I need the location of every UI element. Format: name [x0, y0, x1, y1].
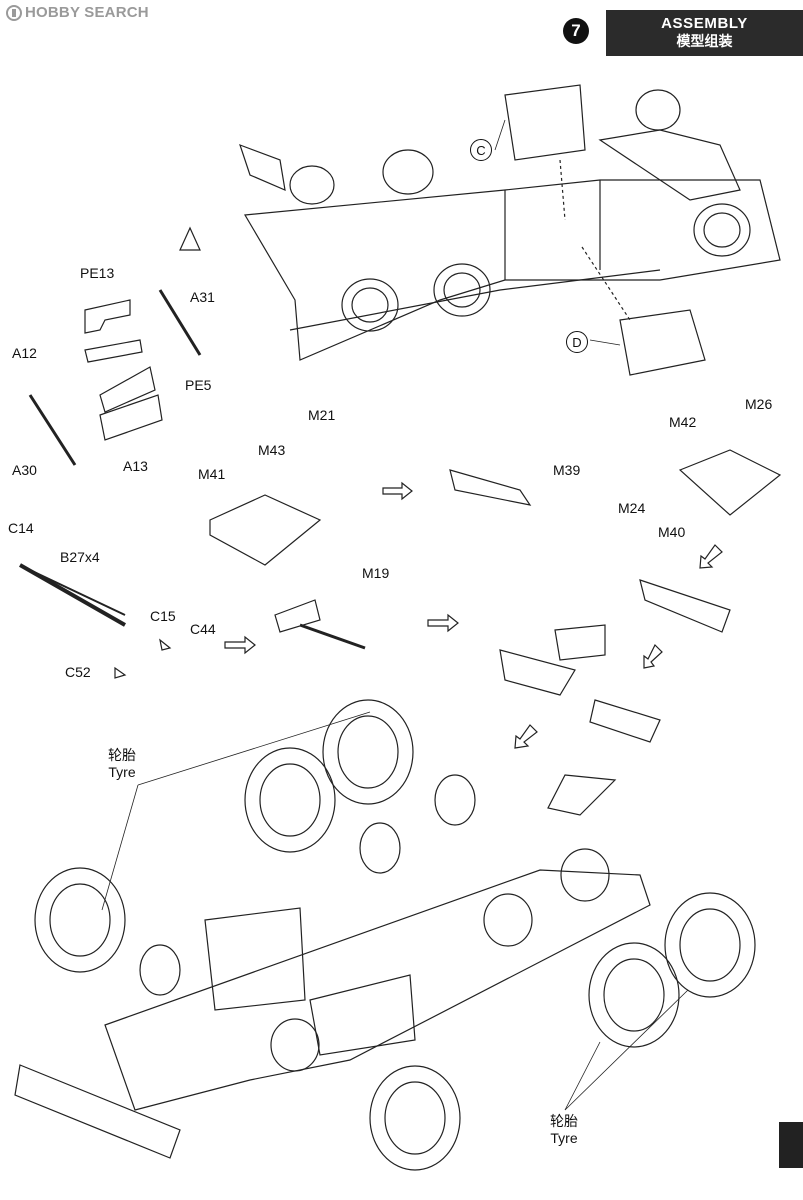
- part-label-c44: C44: [190, 621, 216, 637]
- middle-subassemblies: [209, 449, 782, 743]
- leader-lines: [101, 119, 689, 1111]
- part-label-a12: A12: [12, 345, 37, 361]
- upper-chassis-drawing: [239, 84, 781, 361]
- part-label-c52: C52: [65, 664, 91, 680]
- part-label-a30: A30: [12, 462, 37, 478]
- callout-c: C: [470, 139, 492, 161]
- lower-chassis-drawing: [14, 774, 651, 1159]
- part-label-m39: M39: [553, 462, 581, 478]
- part-label-pe5: PE5: [185, 377, 212, 393]
- arrow-up-icon: [179, 226, 201, 251]
- part-label-m26: M26: [745, 396, 773, 412]
- tyre-label: 轮胎 Tyre: [550, 1113, 578, 1147]
- part-label-m24: M24: [618, 500, 646, 516]
- direction-arrows: [224, 481, 723, 749]
- section-header: ASSEMBLY 模型组装: [606, 10, 803, 56]
- part-label-a13: A13: [123, 458, 148, 474]
- part-label-m21: M21: [308, 407, 336, 423]
- part-label-c15: C15: [150, 608, 176, 624]
- tyre-label-en: Tyre: [550, 1130, 578, 1146]
- part-label-m43: M43: [258, 442, 286, 458]
- watermark-logo-icon: [6, 4, 22, 21]
- watermark: HOBBY SEARCH: [6, 4, 149, 21]
- tyre-label-zh: 轮胎: [108, 747, 136, 763]
- tyre-label-zh: 轮胎: [550, 1113, 578, 1129]
- lower-wheels: [34, 699, 756, 1171]
- part-label-m42: M42: [669, 414, 697, 430]
- callout-d: D: [566, 331, 588, 353]
- watermark-text: HOBBY SEARCH: [25, 4, 149, 21]
- header-title-zh: 模型组装: [676, 34, 733, 50]
- step-number: 7: [563, 18, 589, 44]
- upper-components: [179, 159, 706, 376]
- arrow-down-left-icon: [514, 724, 538, 749]
- part-label-m40: M40: [658, 524, 686, 540]
- part-label-m19: M19: [362, 565, 390, 581]
- arrow-down-left-icon: [699, 544, 723, 569]
- part-label-b27x4: B27x4: [60, 549, 100, 565]
- arrow-right-icon: [382, 481, 413, 501]
- tyre-label: 轮胎 Tyre: [108, 747, 136, 781]
- left-subassemblies: [19, 289, 202, 679]
- arrow-right-icon: [427, 613, 459, 633]
- upper-wheels: [289, 89, 751, 332]
- tyre-label-en: Tyre: [108, 764, 136, 780]
- part-label-m41: M41: [198, 466, 226, 482]
- part-label-pe13: PE13: [80, 265, 115, 281]
- part-label-c14: C14: [8, 520, 34, 536]
- part-label-a31: A31: [190, 289, 215, 305]
- arrow-right-icon: [224, 635, 256, 655]
- header-title-en: ASSEMBLY: [661, 15, 748, 32]
- page-edge-tab: [779, 1122, 803, 1168]
- arrow-down-left-icon: [643, 643, 663, 669]
